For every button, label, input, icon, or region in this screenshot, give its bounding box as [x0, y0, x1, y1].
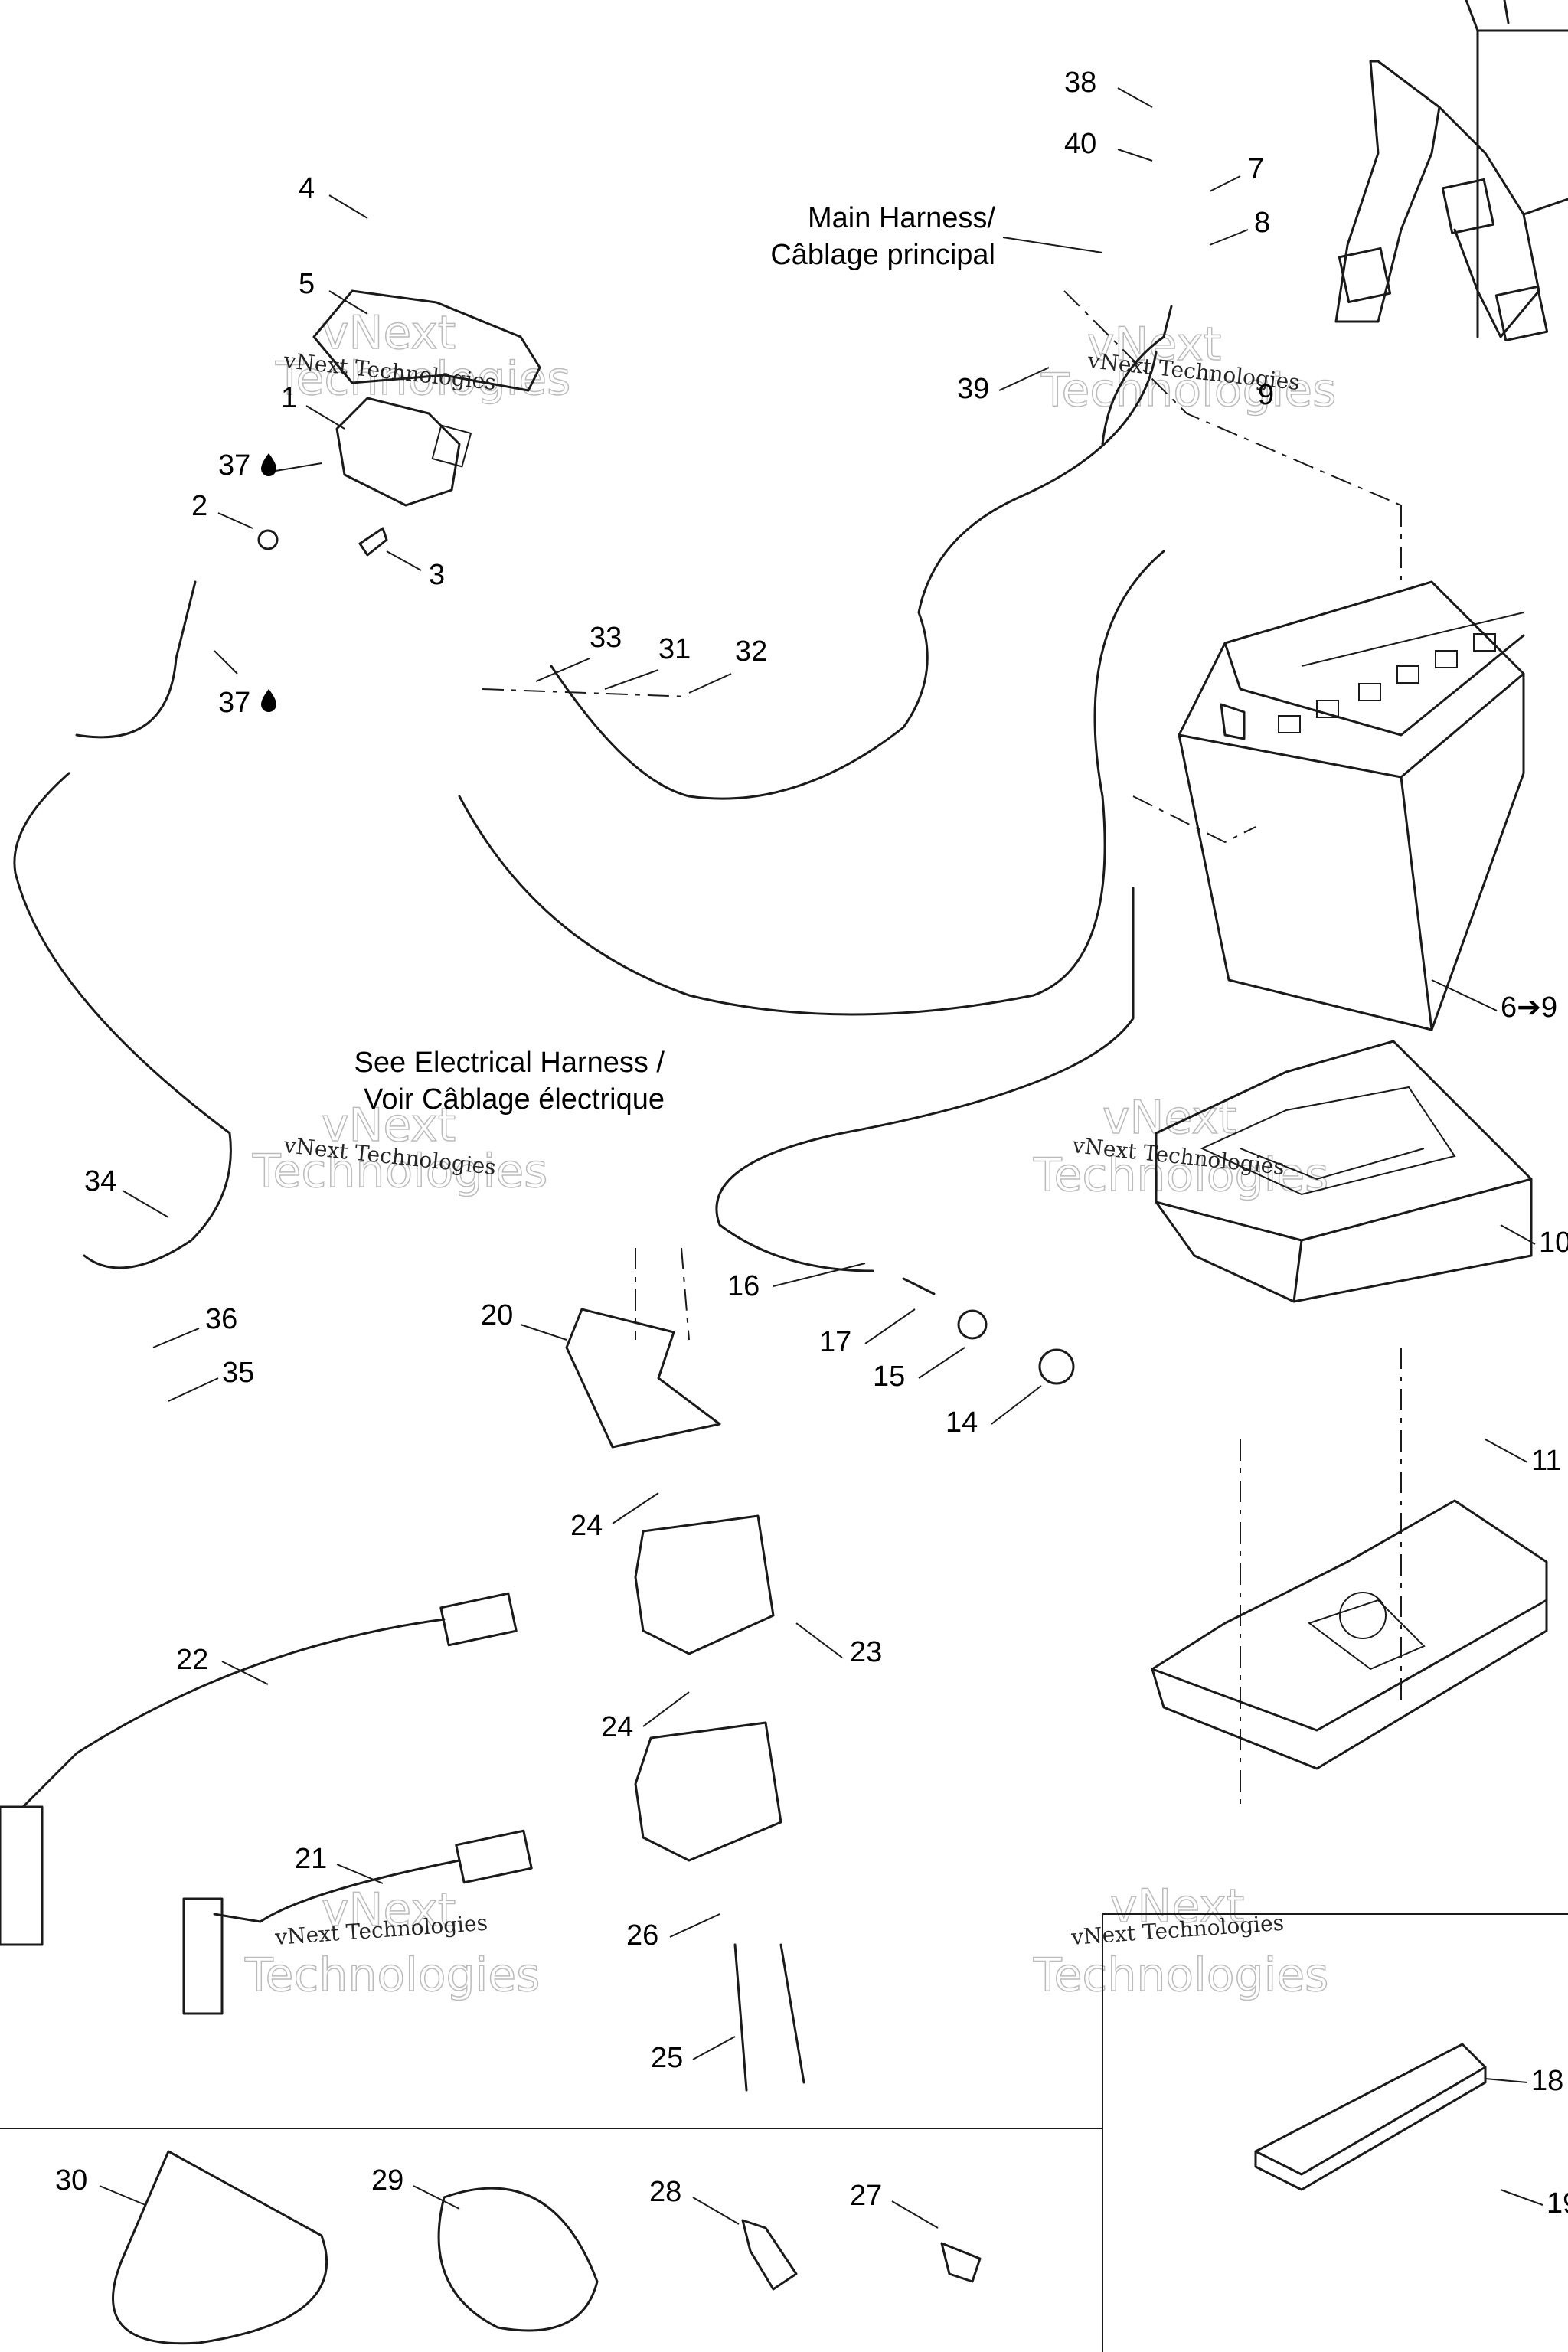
part-label: 5 [299, 268, 315, 300]
watermark-big: vNext [322, 1099, 456, 1152]
part-label: 7 [1248, 153, 1264, 185]
battery-tray [1155, 1040, 1533, 1303]
fluid-drop-icon [261, 453, 276, 476]
watermark-group: vNext Technologies vNext Technologies vN… [243, 305, 1337, 2003]
part-label: 3 [429, 559, 445, 591]
part-label: 39 [957, 373, 989, 405]
part-label: 17 [819, 1326, 851, 1358]
battery-support-plate [1151, 1499, 1548, 1770]
part-label: 33 [590, 622, 622, 654]
part-label: 15 [873, 1361, 905, 1393]
centerlines [482, 290, 1402, 1807]
watermark-big: Technologies [1033, 1949, 1328, 2002]
battery [1132, 580, 1525, 1031]
part-label: 28 [649, 2176, 681, 2208]
part-label: 32 [735, 635, 767, 668]
part-label: 29 [371, 2164, 403, 2197]
part-label: 36 [205, 1303, 237, 1335]
part-label: 1 [281, 382, 297, 414]
part-label: 38 [1064, 67, 1096, 99]
watermark-big: Technologies [275, 352, 570, 406]
part-label: 24 [601, 1711, 633, 1743]
watermark-big: vNext [1110, 1880, 1244, 1933]
part-label: 20 [481, 1299, 513, 1331]
battery-terminal-row [1278, 633, 1496, 733]
part-label: 40 [1064, 128, 1096, 160]
part-label: 11 [1531, 1445, 1561, 1477]
watermark-big: vNext [322, 1883, 456, 1937]
part-label: 8 [1254, 207, 1270, 239]
ring-clamps [112, 2150, 982, 2345]
callouts: Main Harness/ Câblage principal See Elec… [354, 202, 1103, 1116]
part-label: 16 [727, 1270, 760, 1302]
watermark-big: Technologies [252, 1145, 547, 1198]
wiring-harness [13, 305, 1173, 1272]
part-label: 37 [218, 687, 250, 719]
main-harness-label-fr: Câblage principal [770, 239, 995, 271]
part-label: 31 [658, 633, 691, 665]
part-label: 26 [626, 1919, 658, 1952]
part-label: 35 [222, 1357, 254, 1389]
part-label: 6➔9 [1501, 991, 1557, 1024]
part-label: 10 [1539, 1227, 1568, 1259]
part-label: 37 [218, 449, 250, 482]
main-harness-label: Main Harness/ [808, 202, 995, 234]
starter-solenoid [257, 289, 541, 557]
watermark-big: Technologies [1033, 1148, 1328, 1202]
part-label: 18 [1531, 2065, 1563, 2097]
part-label: 14 [946, 1406, 978, 1439]
battery-strap-rack [1334, 0, 1568, 342]
part-label: 34 [84, 1165, 116, 1197]
part-label: 21 [295, 1843, 327, 1875]
part-number-labels: 4 5 1 37 2 3 37 33 31 32 38 40 7 8 39 9 … [55, 67, 1568, 2229]
vent-hose-fittings [902, 1277, 1075, 1385]
watermark-big: vNext [322, 306, 456, 360]
watermark-big: Technologies [1040, 364, 1336, 417]
ignition-coil-assembly [0, 1308, 805, 2092]
part-label: 19 [1547, 2187, 1568, 2220]
watermark-big: Technologies [244, 1949, 540, 2002]
watermark-big: vNext [1102, 1091, 1236, 1145]
part-label: 2 [191, 490, 207, 522]
part-label: 25 [651, 2042, 683, 2074]
fluid-drop-icon [261, 689, 276, 712]
part-label: 24 [570, 1510, 603, 1542]
part-label: 27 [850, 2180, 882, 2212]
part-label: 23 [850, 1636, 882, 1668]
see-harness-label: See Electrical Harness / [354, 1047, 665, 1079]
part-label: 30 [55, 2164, 87, 2197]
part-label: 22 [176, 1644, 208, 1676]
bracket-assembly [0, 1913, 1568, 2352]
part-label: 9 [1258, 379, 1274, 411]
see-harness-label-fr: Voir Câblage électrique [364, 1083, 665, 1116]
part-label: 4 [299, 172, 315, 204]
